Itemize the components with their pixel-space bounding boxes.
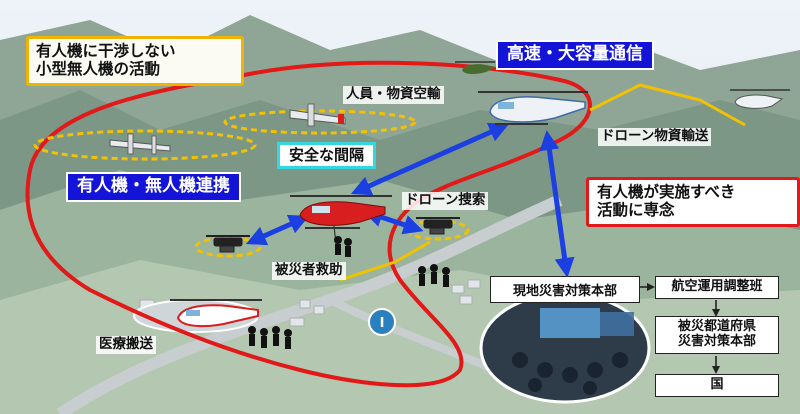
svg-text:I: I	[380, 316, 385, 331]
manned-focus-label: 有人機が実施すべき 活動に専念	[586, 177, 800, 227]
local-hq-box: 現地災害対策本部	[490, 276, 640, 303]
air-coordination-box: 航空運用調整班	[655, 276, 779, 299]
prefecture-hq-box: 被災都道府県 災害対策本部	[655, 316, 779, 354]
road	[56, 194, 563, 414]
medical-transport-label: 医療搬送	[96, 336, 156, 354]
road-sign-icon	[368, 308, 396, 336]
rescuers-icon	[248, 326, 292, 349]
small-plane-icon	[109, 133, 171, 155]
headquarters-photo	[479, 292, 651, 404]
buildings	[139, 279, 481, 327]
safe-interval-label: 安全な間隔	[277, 142, 377, 170]
small-helicopter-icon	[455, 61, 496, 75]
high-speed-comm-label: 高速・大容量通信	[496, 40, 654, 70]
drone-cargo-transport-label: ドローン物資輸送	[598, 128, 712, 146]
flow-arrows	[639, 283, 720, 374]
disaster-rescue-label: 被災者救助	[272, 262, 346, 280]
national-box: 国	[655, 374, 779, 397]
search-route	[339, 240, 431, 282]
personnel-cargo-transport-label: 人員・物資空輸	[343, 86, 444, 104]
cargo-helicopter-icon	[730, 89, 790, 109]
manned-unmanned-cooperation-label: 有人機・無人機連携	[66, 172, 241, 202]
small-uav-activity-label: 有人機に干渉しない 小型無人機の活動	[26, 36, 244, 86]
drone-cargo-route	[589, 83, 746, 127]
drone-search-label: ドローン捜索	[402, 192, 489, 210]
fixed-wing-aircraft-icon	[289, 103, 346, 127]
rescue-helicopter-icon	[290, 195, 392, 245]
rescued-person-icon	[334, 236, 352, 257]
search-drone-icon	[416, 217, 460, 235]
medical-helicopter-icon	[170, 299, 262, 328]
drone-icon	[206, 235, 250, 253]
operation-zone-outline	[25, 60, 592, 388]
transport-helicopter-icon	[478, 91, 588, 125]
search-team-icon	[418, 264, 450, 287]
